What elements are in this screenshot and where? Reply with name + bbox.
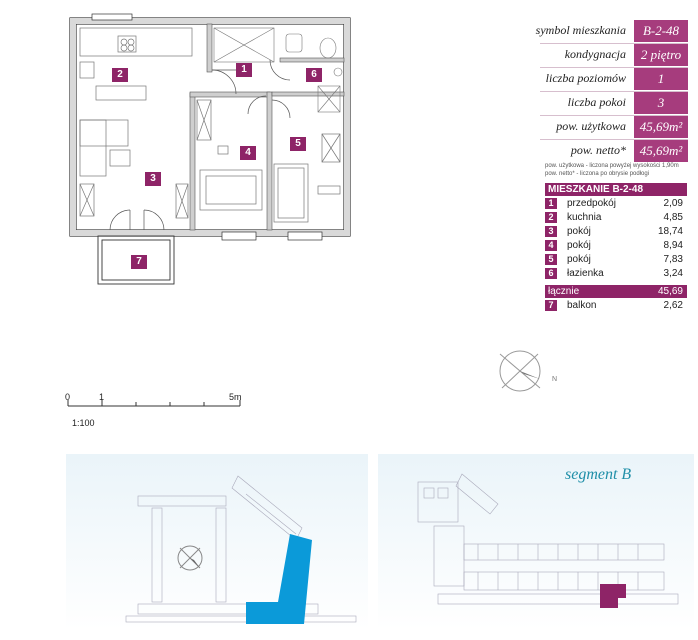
info-label: kondygnacja (564, 47, 626, 61)
info-label: liczba poziomów (545, 71, 626, 85)
info-row-levels: liczba poziomów 1 (540, 68, 688, 90)
scale-ratio: 1:100 (72, 418, 95, 428)
list-item: 3 pokój 18,74 (545, 225, 687, 238)
note-net-area: pow. netto* - liczona po obrysie podłogi (545, 171, 650, 177)
scale-bar (60, 390, 260, 430)
scale-tick-1: 1 (99, 392, 105, 402)
info-row-rooms: liczba pokoi 3 (540, 92, 688, 114)
scale-tick-0: 0 (65, 392, 71, 402)
list-item: 4 pokój 8,94 (545, 239, 687, 252)
room-badge-7: 7 (131, 255, 147, 269)
room-badge-3: 3 (145, 172, 161, 186)
info-row-net-area: pow. netto* 45,69m² (540, 140, 688, 162)
info-row-floor: kondygnacja 2 piętro (540, 44, 688, 66)
note-usable-area: pow. użytkowa - liczona powyżej wysokośc… (545, 163, 679, 169)
info-label: symbol mieszkania (535, 23, 626, 37)
room-badge-1: 1 (236, 63, 252, 77)
room-badge-6: 6 (306, 68, 322, 82)
list-item: 6 łazienka 3,24 (545, 267, 687, 280)
room-list-header: MIESZKANIE B-2-48 (545, 183, 687, 196)
info-label: liczba pokoi (567, 95, 626, 109)
scale-tick-5: 5m (229, 392, 242, 402)
info-value: 2 piętro (634, 44, 688, 66)
list-item: 2 kuchnia 4,85 (545, 211, 687, 224)
info-value: 1 (634, 68, 688, 90)
info-value: B-2-48 (634, 20, 688, 42)
list-item: 1 przedpokój 2,09 (545, 197, 687, 210)
compass-north-label: N (552, 376, 558, 383)
room-badge-4: 4 (240, 146, 256, 160)
info-row-usable-area: pow. użytkowa 45,69m² (540, 116, 688, 138)
compass-icon (494, 346, 554, 396)
segment-label: segment B (565, 466, 632, 483)
info-label: pow. użytkowa (556, 119, 626, 133)
room-list-total: łącznie 45,69 (545, 285, 687, 298)
floor-plan (0, 0, 540, 300)
info-label: pow. netto* (570, 143, 626, 157)
info-value: 45,69m² (634, 140, 688, 162)
site-plan-segment (378, 454, 694, 630)
room-badge-5: 5 (290, 137, 306, 151)
info-row-symbol: symbol mieszkania B-2-48 (536, 20, 688, 42)
list-item-balcony: 7 balkon 2,62 (545, 299, 687, 312)
list-item: 5 pokój 7,83 (545, 253, 687, 266)
site-plan-left (66, 454, 368, 630)
info-value: 3 (634, 92, 688, 114)
room-badge-2: 2 (112, 68, 128, 82)
info-value: 45,69m² (634, 116, 688, 138)
